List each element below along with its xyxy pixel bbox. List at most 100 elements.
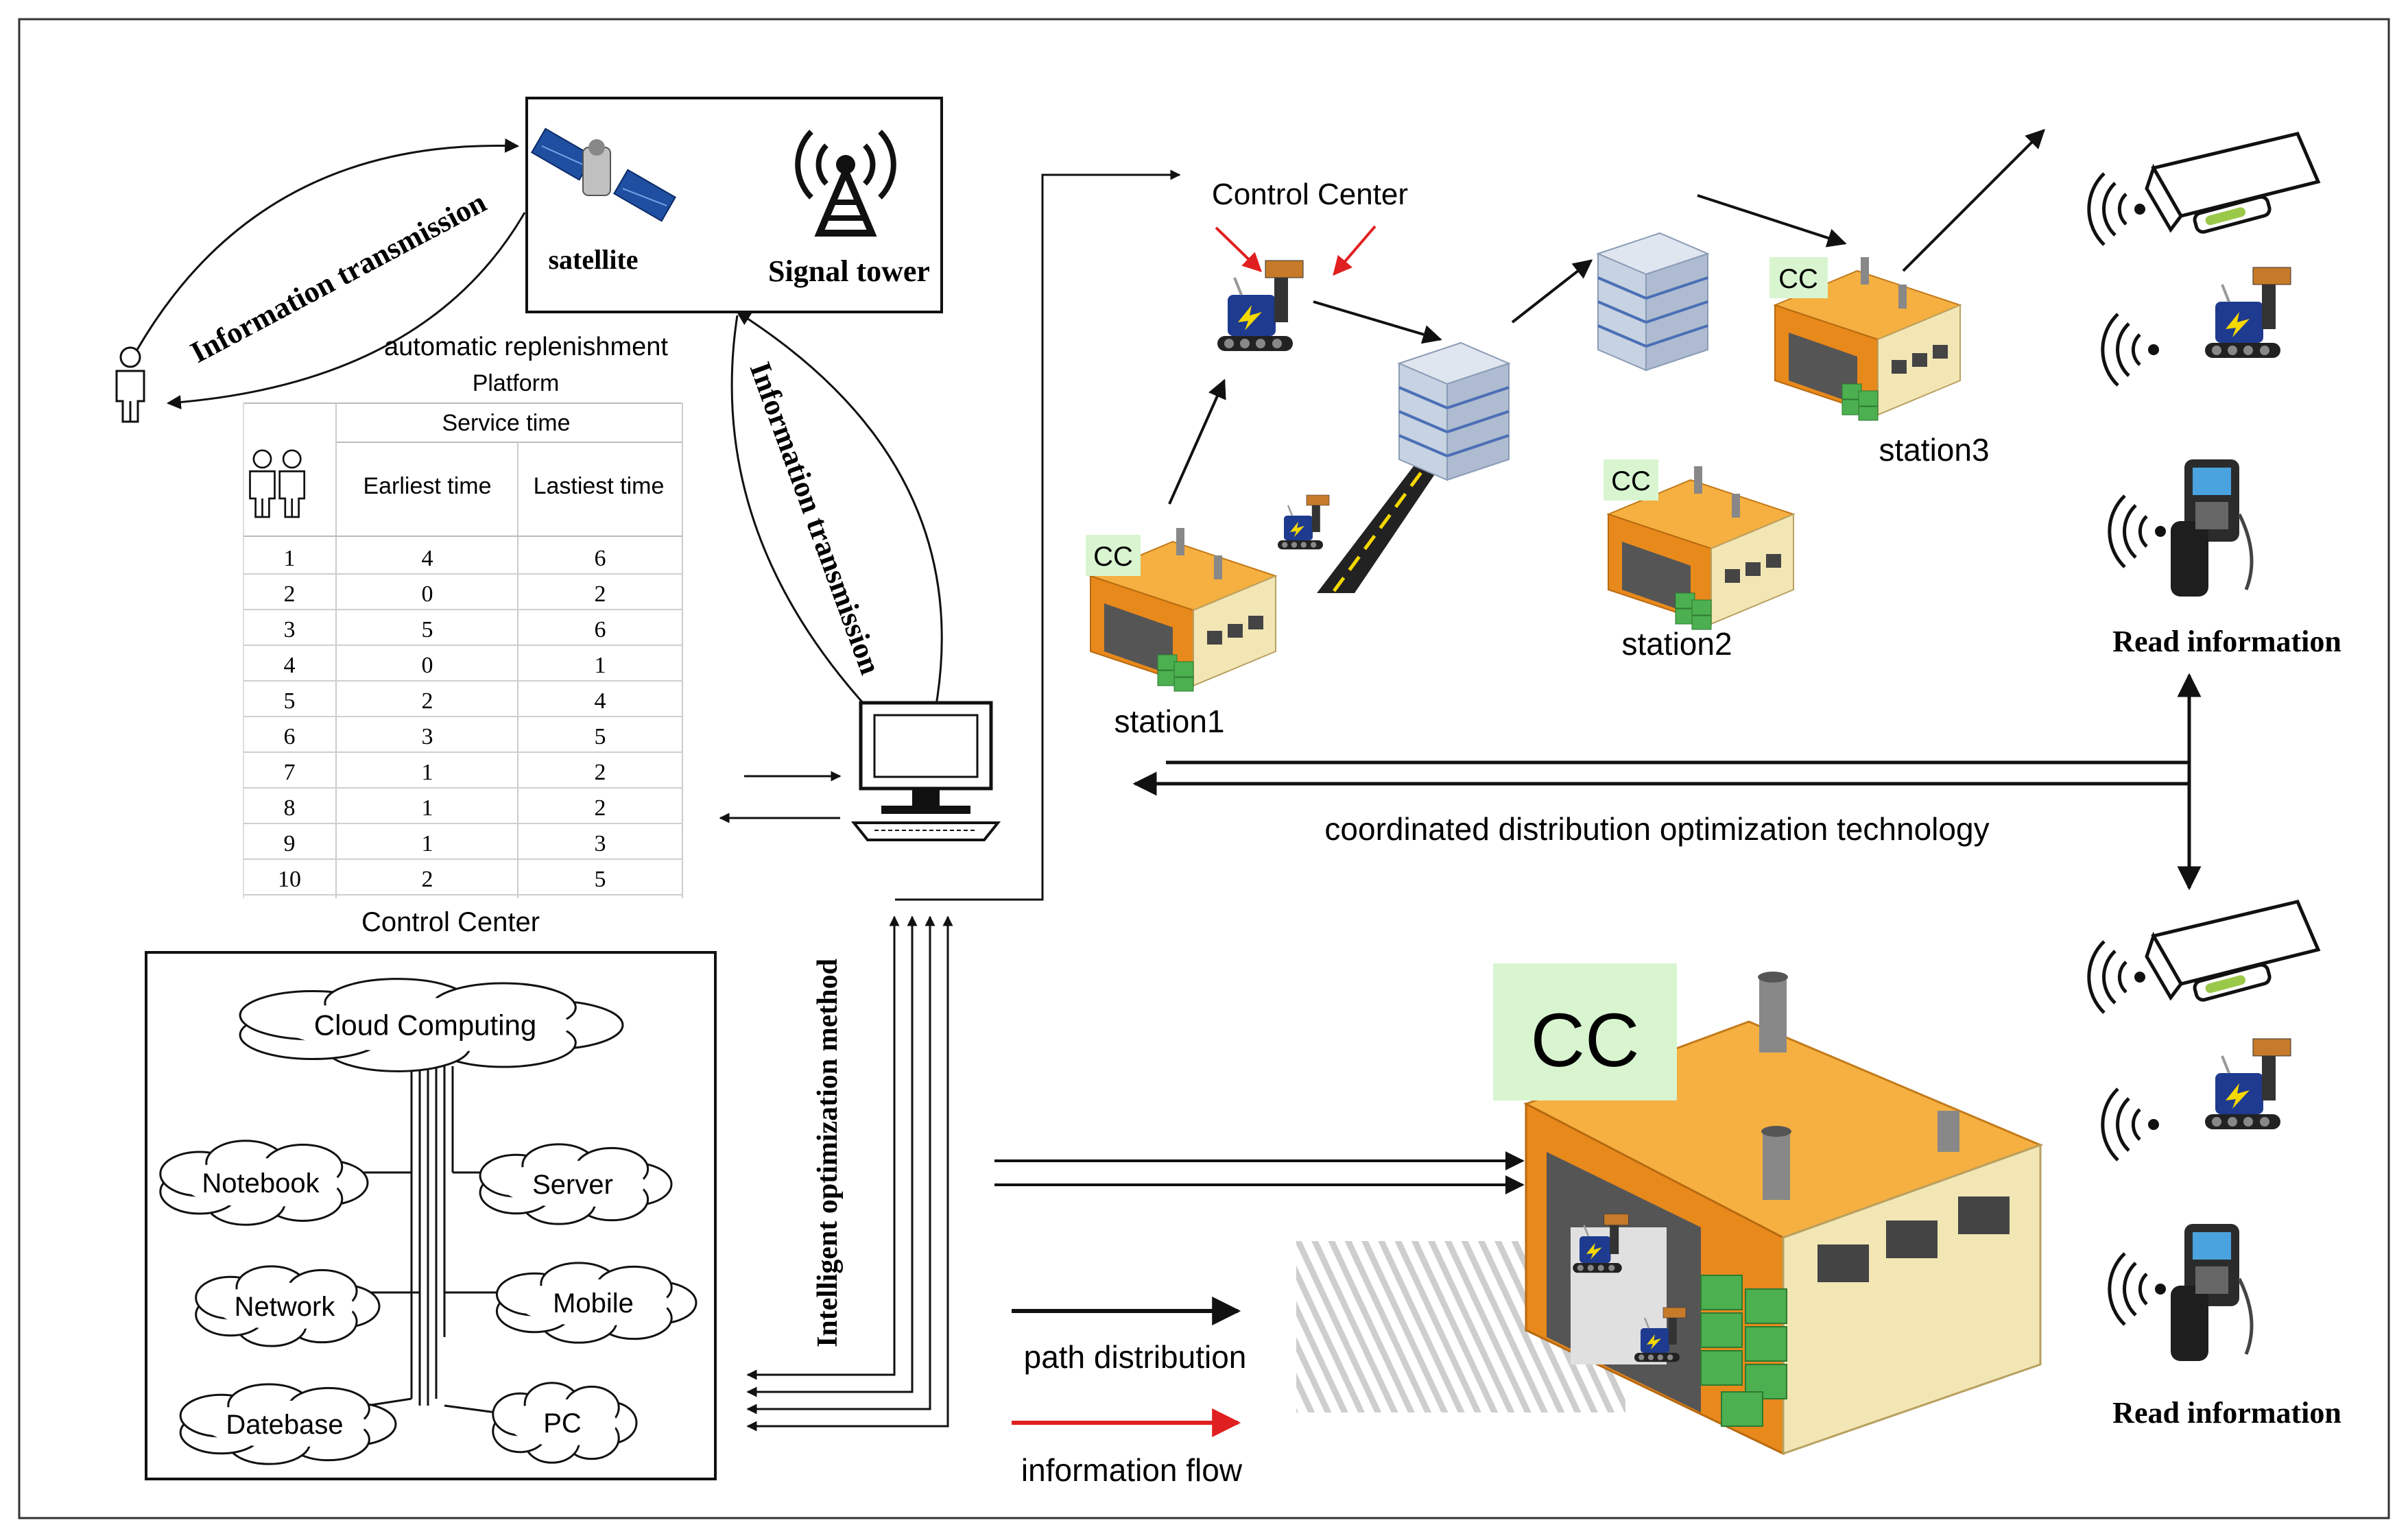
- shelf-2-icon: [1597, 232, 1709, 372]
- signal-tower-label: Signal tower: [768, 254, 930, 288]
- table-cell-earliest: 0: [422, 653, 433, 678]
- cloud-computing-node-label: Cloud Computing: [314, 1009, 537, 1042]
- station1-label: station1: [1114, 703, 1224, 739]
- table-cell-earliest: 3: [422, 724, 433, 749]
- table-cell-id: 6: [284, 724, 296, 749]
- station3-cc-text: CC: [1778, 264, 1818, 294]
- database-node: Datebase: [179, 1383, 397, 1465]
- platform-title-line1: automatic replenishment: [384, 333, 668, 361]
- station1-cc-text: CC: [1093, 542, 1133, 572]
- table-cell-id: 4: [284, 653, 296, 678]
- road-robot-icon: [1276, 494, 1331, 551]
- table-cell-latest: 5: [595, 724, 606, 749]
- mobile-node: Mobile: [495, 1262, 698, 1344]
- satellite-label: satellite: [548, 244, 638, 275]
- earliest-time-header: Earliest time: [363, 473, 491, 499]
- scanner-icon-1: [2171, 459, 2252, 597]
- station1-cc-badge: [1086, 535, 1141, 576]
- left-transmission-arcs: Information transmission: [136, 138, 526, 410]
- table-cell-earliest: 2: [422, 867, 433, 892]
- legend-info-label: information flow: [1021, 1452, 1243, 1488]
- computer-icon: [850, 701, 1001, 841]
- camera-icon-1: [2147, 134, 2318, 233]
- read-info-top-label: Read information: [2112, 625, 2341, 658]
- table-cell-id: 1: [284, 546, 296, 571]
- big-cc-badge: [1493, 963, 1677, 1100]
- server-node-label: Server: [532, 1170, 613, 1200]
- network-control-center-label: Control Center: [1212, 178, 1408, 211]
- group-people-icon: [249, 449, 306, 518]
- legend: path distribution information flow: [1012, 1297, 1246, 1488]
- device-robot-icon-2: [2204, 1037, 2292, 1131]
- satellite-icon: [530, 128, 677, 222]
- device-robot-icon-1: [2204, 266, 2292, 359]
- table-cell-latest: 3: [595, 831, 606, 856]
- wifi-icon-5: [2103, 1089, 2159, 1160]
- database-node-label: Datebase: [226, 1410, 343, 1440]
- server-node: Server: [479, 1143, 673, 1225]
- wifi-icon-3: [2110, 496, 2166, 567]
- table-cell-latest: 1: [595, 653, 606, 678]
- comm-box: satellite Signal tower: [525, 97, 943, 313]
- network-node: Network: [195, 1265, 381, 1347]
- network-path-arrows: [1168, 129, 2045, 505]
- station2-label: station2: [1621, 626, 1732, 662]
- shelf-1-icon: [1398, 341, 1510, 481]
- table-cell-earliest: 2: [422, 688, 433, 714]
- station3-cc-badge: [1769, 257, 1828, 298]
- user-person-icon: [115, 346, 145, 423]
- signal-tower-icon: [795, 130, 896, 237]
- coordinated-arrow: [1132, 760, 2189, 796]
- table-cell-earliest: 0: [422, 581, 433, 607]
- station3-label: station3: [1879, 432, 1989, 468]
- platform-title-line2: Platform: [473, 370, 560, 396]
- red-arrow-left: [1215, 226, 1263, 272]
- scanner-icon-2: [2171, 1224, 2252, 1361]
- method-bundle-arrows: [746, 915, 953, 1432]
- table-cell-id: 3: [284, 617, 296, 642]
- table-cell-latest: 6: [595, 617, 606, 642]
- table-cell-latest: 2: [595, 795, 606, 821]
- station2-cc-text: CC: [1611, 466, 1651, 496]
- control-center-robot-icon: [1216, 259, 1304, 352]
- table-cell-id: 9: [284, 831, 296, 856]
- wifi-icon-4: [2089, 941, 2145, 1013]
- table-cell-id: 10: [278, 867, 301, 892]
- red-arrow-right: [1333, 225, 1376, 276]
- wifi-icon-6: [2110, 1253, 2166, 1325]
- table-cell-latest: 2: [595, 760, 606, 785]
- info-transmission-right-label: Information transmission: [743, 358, 887, 679]
- pc-node-label: PC: [543, 1408, 582, 1439]
- table-cell-earliest: 1: [422, 795, 433, 821]
- service-time-header: Service time: [442, 410, 570, 436]
- arrow-to-control-center: [895, 169, 1181, 901]
- table-cell-id: 7: [284, 760, 296, 785]
- platform-caption: Control Center: [361, 907, 540, 937]
- notebook-node-label: Notebook: [202, 1168, 320, 1199]
- platform-table: automatic replenishment Platform Service…: [243, 333, 683, 937]
- table-cell-latest: 4: [595, 688, 606, 714]
- table-cell-latest: 2: [595, 581, 606, 607]
- table-cell-earliest: 1: [422, 831, 433, 856]
- table-cell-id: 8: [284, 795, 296, 821]
- cloud-computing-node: Cloud Computing: [239, 978, 624, 1072]
- intelligent-method-label: Intelligent optimization method: [812, 959, 844, 1347]
- latest-time-header: Lastiest time: [534, 473, 665, 499]
- table-cell-id: 2: [284, 581, 296, 607]
- big-cc-text: CC: [1531, 998, 1640, 1083]
- table-cell-latest: 5: [595, 867, 606, 892]
- mobile-node-label: Mobile: [553, 1288, 634, 1319]
- road: [1317, 449, 1447, 593]
- table-cell-earliest: 5: [422, 617, 433, 642]
- wifi-icon-1: [2089, 173, 2145, 245]
- table-cell-earliest: 4: [422, 546, 433, 571]
- right-transmission-arcs: Information transmission: [730, 311, 943, 766]
- table-cell-earliest: 1: [422, 760, 433, 785]
- station2-cc-badge: [1604, 459, 1658, 501]
- outer-frame: [18, 18, 2390, 1519]
